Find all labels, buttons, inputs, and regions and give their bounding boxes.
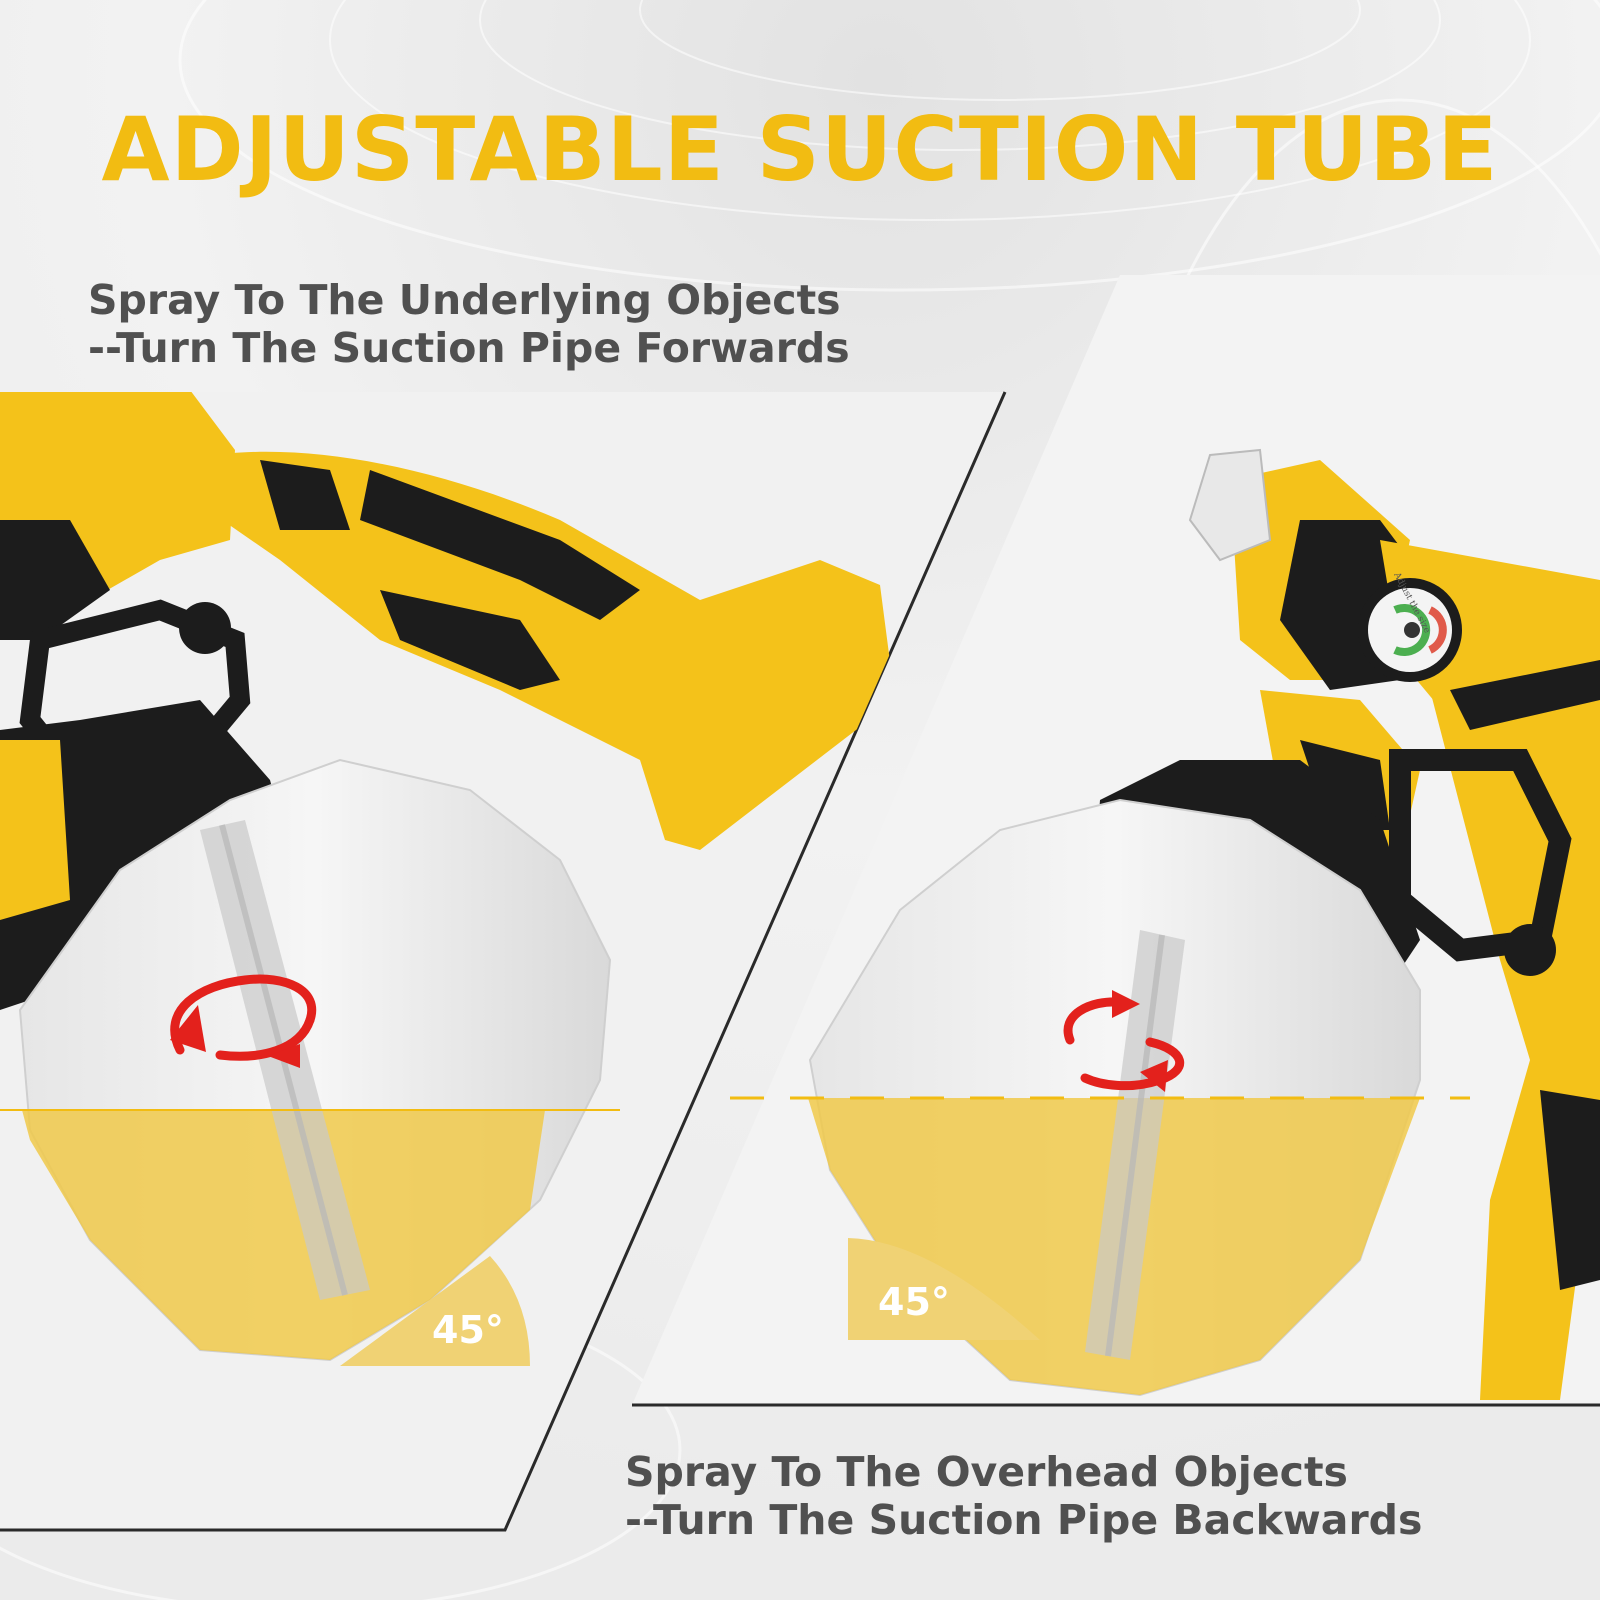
left-angle-label: 45° (432, 1308, 504, 1352)
top-caption-line1: Spray To The Underlying Objects (88, 276, 841, 324)
right-angle-label: 45° (878, 1280, 950, 1324)
left-spray-gun (0, 392, 895, 1366)
bottom-caption-line1: Spray To The Overhead Objects (625, 1448, 1348, 1496)
right-rotate-arrows-icon (1063, 990, 1185, 1092)
left-angle-wedge (340, 1256, 530, 1366)
bottom-caption-line2: --Turn The Suction Pipe Backwards (625, 1496, 1423, 1544)
page-title: ADJUSTABLE SUCTION TUBE (101, 98, 1499, 201)
left-rotate-arrows-icon (170, 974, 317, 1068)
bottom-caption: Spray To The Overhead Objects --Turn The… (625, 1448, 1422, 1544)
top-caption: Spray To The Underlying Objects --Turn T… (88, 276, 850, 372)
left-panel-edge (0, 391, 1007, 1532)
right-angle-wedge (848, 1238, 1040, 1340)
top-caption-line2: --Turn The Suction Pipe Forwards (88, 324, 850, 372)
